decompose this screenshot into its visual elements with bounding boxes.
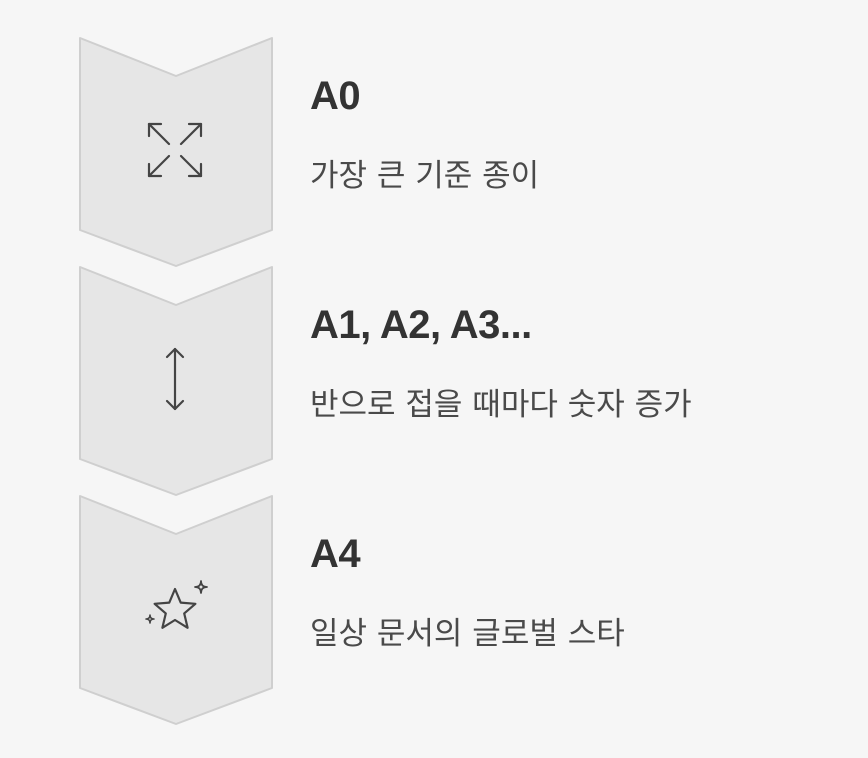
step-description: 일상 문서의 글로벌 스타 (310, 616, 625, 652)
step-title: A0 (310, 74, 361, 118)
step-title: A4 (310, 532, 361, 576)
step-a1-a2-a3: A1, A2, A3... 반으로 접을 때마다 숫자 증가 (0, 265, 868, 497)
star-sparkle-icon (139, 572, 211, 644)
chevron-shape (78, 36, 274, 268)
step-title: A1, A2, A3... (310, 303, 532, 347)
chevron-shape (78, 494, 274, 726)
expand-arrows-icon (139, 114, 211, 186)
step-description: 가장 큰 기준 종이 (310, 158, 540, 194)
vertical-double-arrow-icon (139, 343, 211, 415)
step-a0: A0 가장 큰 기준 종이 (0, 36, 868, 268)
step-a4: A4 일상 문서의 글로벌 스타 (0, 494, 868, 726)
step-description: 반으로 접을 때마다 숫자 증가 (310, 387, 692, 423)
